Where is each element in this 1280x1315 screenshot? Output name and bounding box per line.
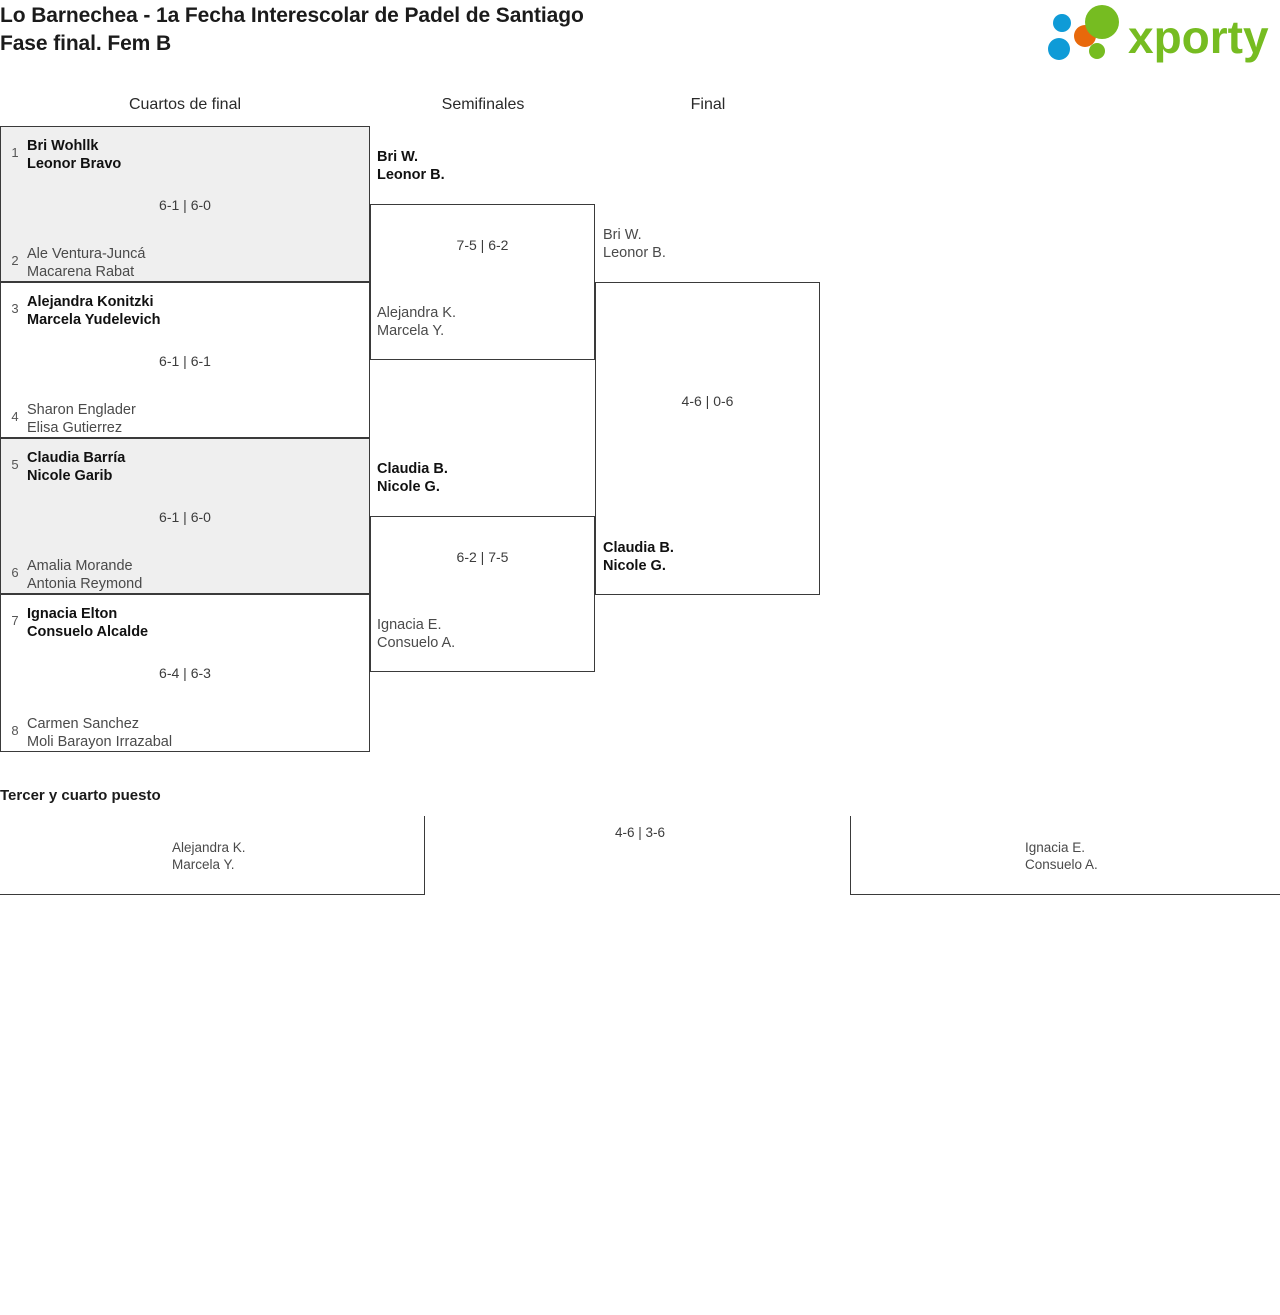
seed-number: 1 — [11, 145, 19, 160]
player-name: Nicole Garib — [27, 468, 113, 484]
team-entry-final-top: Bri W. Leonor B. — [603, 226, 666, 262]
player-name: Sharon Englader — [27, 402, 136, 418]
player-name: Claudia Barría — [27, 450, 126, 466]
logo-wordmark: xporty — [1128, 11, 1269, 63]
round-header-quarterfinals: Cuartos de final — [128, 96, 242, 113]
player-name: Claudia B. — [603, 540, 674, 556]
team-entry: Claudia Barría Nicole Garib — [27, 449, 125, 485]
player-name: Bri Wohllk — [27, 138, 99, 154]
match-score: 6-1 | 6-1 — [159, 353, 211, 369]
player-name: Nicole G. — [377, 479, 440, 495]
team-entry-semifinal-1-top: Bri W. Leonor B. — [377, 148, 445, 184]
player-name: Marcela Yudelevich — [27, 312, 161, 328]
team-entry: Ale Ventura-Juncá Macarena Rabat — [27, 245, 146, 281]
title-line-1: Lo Barnechea - 1a Fecha Interescolar de … — [0, 4, 584, 27]
player-name: Ignacia E. — [1025, 840, 1086, 855]
match-semifinal-1[interactable]: 7-5 | 6-2 — [370, 204, 595, 360]
seed-number: 8 — [11, 723, 19, 738]
match-score: 6-1 | 6-0 — [159, 197, 211, 213]
match-quarterfinal-2[interactable]: 3 Alejandra Konitzki Marcela Yudelevich … — [0, 282, 370, 438]
player-name: Alejandra K. — [377, 305, 456, 321]
match-final[interactable]: 4-6 | 0-6 — [595, 282, 820, 595]
player-name: Elisa Gutierrez — [27, 420, 123, 436]
title-line-2: Fase final. Fem B — [0, 32, 172, 55]
player-name: Carmen Sanchez — [27, 716, 140, 732]
player-name: Amalia Morande — [27, 558, 133, 574]
player-name: Leonor B. — [603, 245, 666, 261]
round-header-semifinals: Semifinales — [441, 96, 525, 113]
team-entry: Carmen Sanchez Moli Barayon Irrazabal — [27, 715, 172, 751]
team-entry: Bri Wohllk Leonor Bravo — [27, 137, 121, 173]
team-entry-semifinal-2-bottom: Ignacia E. Consuelo A. — [377, 616, 455, 652]
player-name: Nicole G. — [603, 558, 666, 574]
player-name: Consuelo A. — [377, 635, 456, 651]
seed-number: 7 — [11, 613, 19, 628]
player-name: Alejandra K. — [172, 840, 246, 855]
match-score: 6-2 | 7-5 — [456, 549, 509, 565]
match-score: 4-6 | 0-6 — [681, 393, 734, 409]
player-name: Bri W. — [603, 227, 642, 243]
seed-number: 5 — [11, 457, 19, 472]
player-name: Macarena Rabat — [27, 264, 135, 280]
seed-number: 6 — [11, 565, 19, 580]
team-entry-semifinal-2-top: Claudia B. Nicole G. — [377, 460, 448, 496]
team-entry: Amalia Morande Antonia Reymond — [27, 557, 142, 593]
player-name: Alejandra Konitzki — [27, 294, 154, 310]
player-name: Moli Barayon Irrazabal — [27, 734, 173, 750]
match-quarterfinal-4[interactable]: 7 Ignacia Elton Consuelo Alcalde 6-4 | 6… — [0, 594, 370, 752]
match-quarterfinal-1[interactable]: 1 Bri Wohllk Leonor Bravo 6-1 | 6-0 2 Al… — [0, 126, 370, 282]
player-name: Leonor Bravo — [27, 156, 122, 172]
seed-number: 2 — [11, 253, 19, 268]
team-entry-semifinal-1-bottom: Alejandra K. Marcela Y. — [377, 304, 456, 340]
player-name: Antonia Reymond — [27, 576, 143, 592]
team-entry-third-place-left: Alejandra K. Marcela Y. — [172, 839, 246, 873]
team-entry: Ignacia Elton Consuelo Alcalde — [27, 605, 148, 641]
match-semifinal-2[interactable]: 6-2 | 7-5 — [370, 516, 595, 672]
player-name: Leonor B. — [377, 167, 445, 183]
player-name: Ale Ventura-Juncá — [27, 246, 146, 262]
match-score: 6-1 | 6-0 — [159, 509, 211, 525]
page-title: Lo Barnechea - 1a Fecha Interescolar de … — [0, 2, 900, 58]
player-name: Consuelo Alcalde — [27, 624, 149, 640]
team-entry-third-place-right: Ignacia E. Consuelo A. — [1025, 839, 1098, 873]
match-score: 6-4 | 6-3 — [159, 665, 211, 681]
player-name: Marcela Y. — [377, 323, 445, 339]
player-name: Bri W. — [377, 149, 419, 165]
third-place-right-box[interactable] — [850, 816, 1280, 895]
match-score: 4-6 | 3-6 — [614, 825, 666, 840]
player-name: Claudia B. — [377, 461, 448, 477]
match-quarterfinal-3[interactable]: 5 Claudia Barría Nicole Garib 6-1 | 6-0 … — [0, 438, 370, 594]
round-header-final: Final — [690, 96, 726, 113]
third-place-title: Tercer y cuarto puesto — [0, 787, 161, 804]
logo-dots — [1048, 5, 1119, 60]
player-name: Ignacia E. — [377, 617, 442, 633]
xporty-logo[interactable]: xporty — [1040, 5, 1280, 65]
match-score: 7-5 | 6-2 — [456, 237, 509, 253]
team-entry: Sharon Englader Elisa Gutierrez — [27, 401, 136, 437]
player-name: Marcela Y. — [172, 857, 235, 872]
third-place-left-box[interactable] — [0, 816, 425, 895]
player-name: Ignacia Elton — [27, 606, 118, 622]
seed-number: 3 — [11, 301, 19, 316]
player-name: Consuelo A. — [1025, 857, 1098, 872]
team-entry: Alejandra Konitzki Marcela Yudelevich — [27, 293, 161, 329]
team-entry-final-bottom: Claudia B. Nicole G. — [603, 539, 674, 575]
seed-number: 4 — [11, 409, 19, 424]
